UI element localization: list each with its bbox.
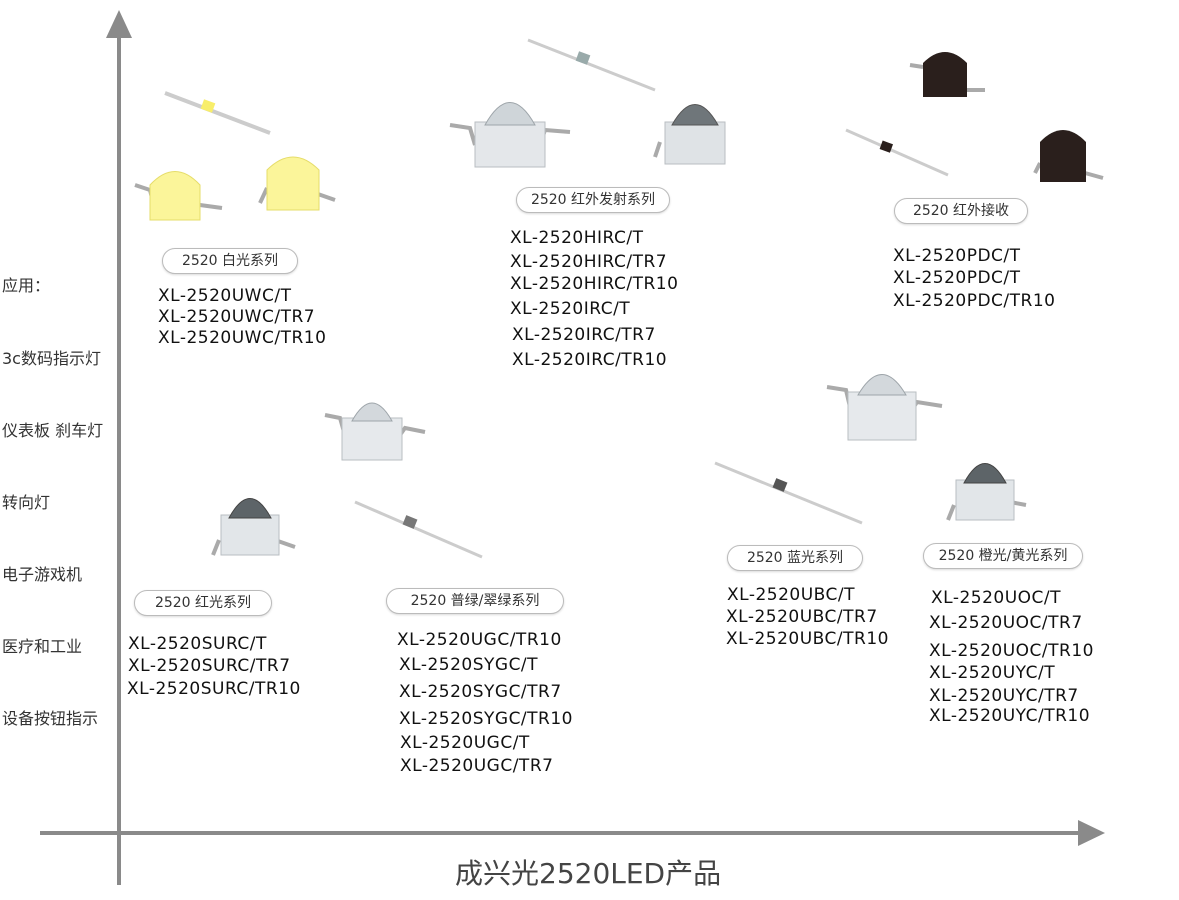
model-blue: XL-2520UBC/TR10 bbox=[726, 629, 889, 649]
model-white: XL-2520UWC/T bbox=[158, 286, 292, 306]
white-led-chip-image bbox=[258, 156, 336, 211]
model-orange: XL-2520UYC/TR10 bbox=[929, 706, 1091, 726]
series-label-orange: 2520 橙光/黄光系列 bbox=[923, 543, 1083, 569]
model-green: XL-2520SYGC/TR10 bbox=[399, 709, 573, 729]
model-red: XL-2520SURC/T bbox=[128, 634, 267, 654]
ir-receiver-chip-image bbox=[909, 52, 985, 97]
x-axis-arrow bbox=[1078, 820, 1105, 846]
application-item: 医疗和工业 bbox=[2, 637, 83, 656]
model-green: XL-2520SYGC/TR7 bbox=[399, 682, 562, 702]
application-item: 电子游戏机 bbox=[2, 565, 83, 584]
model-white: XL-2520UWC/TR10 bbox=[158, 328, 327, 348]
blue-led-tape-image bbox=[714, 461, 863, 525]
model-ir-emit: XL-2520IRC/T bbox=[510, 299, 631, 319]
model-green: XL-2520UGC/TR7 bbox=[400, 756, 554, 776]
green-led-tape-image bbox=[354, 500, 483, 559]
model-ir-emit: XL-2520HIRC/TR7 bbox=[510, 252, 668, 272]
model-ir-receive: XL-2520PDC/T bbox=[893, 246, 1021, 266]
model-orange: XL-2520UYC/TR7 bbox=[929, 686, 1079, 706]
model-red: XL-2520SURC/TR10 bbox=[127, 679, 301, 699]
y-axis-arrow bbox=[106, 10, 132, 38]
model-ir-receive: XL-2520PDC/TR10 bbox=[893, 291, 1056, 311]
ir-emit-led-image bbox=[449, 102, 571, 168]
model-ir-emit: XL-2520HIRC/TR10 bbox=[510, 274, 679, 294]
model-ir-emit: XL-2520IRC/TR7 bbox=[512, 325, 656, 345]
model-green: XL-2520UGC/TR10 bbox=[397, 630, 562, 650]
red-led-image bbox=[211, 498, 296, 556]
model-orange: XL-2520UOC/TR10 bbox=[929, 641, 1094, 661]
series-label-green: 2520 普绿/翠绿系列 bbox=[386, 588, 564, 614]
series-label-red: 2520 红光系列 bbox=[134, 590, 272, 616]
ir-emit-led-dark-image bbox=[653, 104, 726, 165]
green-led-image bbox=[324, 402, 426, 461]
x-axis-title: 成兴光2520LED产品 bbox=[455, 857, 722, 890]
model-green: XL-2520UGC/T bbox=[400, 733, 530, 753]
ir-receiver-chip-image bbox=[1033, 130, 1104, 182]
model-orange: XL-2520UYC/T bbox=[929, 663, 1056, 683]
series-label-ir-receive: 2520 红外接收 bbox=[894, 198, 1028, 224]
application-item: 转向灯 bbox=[2, 493, 51, 512]
model-red: XL-2520SURC/TR7 bbox=[128, 656, 291, 676]
applications-heading: 应用： bbox=[2, 276, 51, 295]
model-ir-emit: XL-2520HIRC/T bbox=[510, 228, 644, 248]
model-orange: XL-2520UOC/T bbox=[931, 588, 1062, 608]
model-ir-receive: XL-2520PDC/T bbox=[893, 268, 1021, 288]
application-item: 3c数码指示灯 bbox=[2, 349, 101, 368]
model-orange: XL-2520UOC/TR7 bbox=[929, 613, 1083, 633]
blue-led-image bbox=[826, 374, 943, 441]
orange-led-image bbox=[946, 463, 1027, 521]
model-white: XL-2520UWC/TR7 bbox=[158, 307, 316, 327]
model-ir-emit: XL-2520IRC/TR10 bbox=[512, 350, 668, 370]
series-label-white: 2520 白光系列 bbox=[162, 248, 298, 274]
ir-emit-tape-image bbox=[527, 38, 656, 92]
white-led-chip-image bbox=[134, 171, 223, 221]
ir-receiver-tape-image bbox=[845, 128, 949, 177]
application-item: 仪表板 刹车灯 bbox=[2, 421, 104, 440]
series-label-blue: 2520 蓝光系列 bbox=[727, 545, 863, 571]
model-blue: XL-2520UBC/T bbox=[727, 585, 856, 605]
model-green: XL-2520SYGC/T bbox=[399, 655, 539, 675]
application-item: 设备按钮指示 bbox=[2, 709, 99, 728]
model-blue: XL-2520UBC/TR7 bbox=[726, 607, 878, 627]
series-label-ir-emit: 2520 红外发射系列 bbox=[516, 187, 670, 213]
white-led-tape-image bbox=[164, 91, 271, 135]
